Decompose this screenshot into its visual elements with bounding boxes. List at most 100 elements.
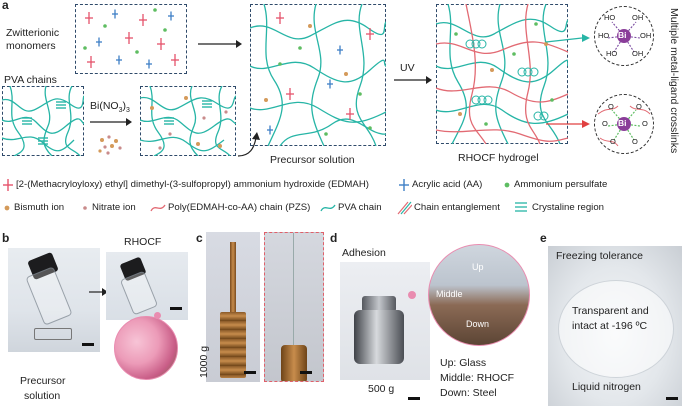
scale-bar-e: [666, 397, 678, 400]
precursor-network: [250, 4, 386, 146]
o-minus-label-3: O: [602, 119, 608, 128]
precursor-solution-label: Precursor solution: [270, 154, 355, 166]
pva-salt-network: [140, 86, 236, 156]
legend-icon-crystalline: [515, 202, 527, 212]
uv-label: UV: [400, 62, 415, 74]
rhocf-box: [436, 4, 568, 144]
freezing-photo: [548, 246, 682, 406]
o-minus-label-6: O: [632, 137, 638, 146]
flower-inset-pointer: [154, 312, 161, 319]
freezing-desc-line2: intact at -196 ºC: [572, 320, 648, 332]
crosslink-o-bonds: [597, 105, 651, 147]
legend-icon-pzs: [150, 204, 166, 212]
key-down: Down: Steel: [440, 387, 497, 399]
precursor-box: [250, 4, 386, 146]
arrow-into-precursor: [237, 132, 260, 157]
salt-label: Bi(NO3)3: [90, 100, 130, 115]
adhesion-weight-photo: [340, 262, 430, 380]
legend-crystalline: Crystaline region: [532, 202, 604, 213]
legend-aps: Ammonium persulfate: [514, 179, 608, 190]
weight-lifting-photo: [206, 232, 260, 382]
scale-bar-b2: [170, 307, 182, 310]
arrow-b: [89, 288, 108, 296]
ho-label-1: HO: [604, 13, 616, 22]
salt-label-main: Bi(NO: [90, 100, 119, 112]
oh-label-1: OH: [632, 13, 644, 22]
legend-icon-entanglement: [397, 201, 412, 215]
legend-nitrate: Nitrate ion: [92, 202, 136, 213]
legend-entanglement: Chain entanglement: [414, 202, 500, 213]
bi-label-2: Bi: [618, 118, 627, 128]
legend-icon-pva: [320, 204, 336, 212]
ho-label-2: HO: [598, 31, 610, 40]
arrow-add-salt: [90, 118, 132, 126]
legend-aa: Acrylic acid (AA): [412, 179, 483, 190]
arrows-to-crosslinks: [545, 34, 590, 128]
salt-label-sub: 3: [118, 107, 123, 115]
panel-a-letter: a: [2, 0, 9, 12]
adhesion-pointer: [408, 291, 416, 299]
salt-dots: [98, 135, 122, 155]
key-up: Up: Glass: [440, 357, 487, 369]
zoom-box-c: [264, 232, 324, 382]
oh-label-3: OH: [632, 49, 644, 58]
legend-pzs: Poly(EDMAH-co-AA) chain (PZS): [168, 202, 311, 213]
bi-label-1: Bi: [618, 30, 627, 40]
weight-label-d: 500 g: [368, 383, 395, 395]
scale-bar-c1: [244, 371, 256, 374]
zwitterionic-label-line1: Zwitterionic: [6, 27, 60, 39]
pva-chains-label: PVA chains: [4, 74, 57, 86]
panel-e-letter: e: [540, 231, 547, 245]
salt-label-sub2: 3: [126, 107, 130, 115]
panel-c-letter: c: [196, 231, 203, 245]
zoom-down-label: Down: [466, 319, 490, 329]
key-middle: Middle: RHOCF: [440, 372, 515, 384]
oh-label-2: OH: [640, 31, 652, 40]
monomer-particles: [83, 8, 179, 69]
crosslink-ho-bonds: [607, 21, 641, 53]
pva-salt-box: [140, 86, 236, 156]
rhocf-hydrogel-label: RHOCF hydrogel: [458, 152, 539, 164]
precursor-vial-photo: [8, 248, 100, 352]
adhesion-zoom-circle: [428, 244, 530, 346]
freezing-desc-line1: Transparent and: [572, 305, 649, 317]
rhocf-network: [436, 4, 568, 144]
monomer-box: [75, 4, 187, 74]
ho-label-3: HO: [606, 49, 618, 58]
zwitterionic-label-line2: monomers: [6, 40, 56, 52]
scale-bar-d: [408, 397, 420, 400]
scale-bar-c2: [300, 371, 312, 374]
pva-box: [2, 86, 84, 156]
legend-icon-nitrate: [83, 206, 87, 210]
o-minus-label-4: O: [642, 119, 648, 128]
crosslink-circle-ho: [594, 6, 654, 66]
legend-icon-aa: [399, 179, 409, 191]
rhocf-b-label: RHOCF: [124, 236, 162, 248]
metal-ligand-side-label: Multiple metal-ligand crosslinks: [668, 8, 680, 154]
panel-d-letter: d: [330, 231, 338, 245]
legend-bismuth: Bismuth ion: [14, 202, 65, 213]
flower-inset: [114, 316, 178, 380]
panel-b-letter: b: [2, 231, 10, 245]
freezing-bottom-label: Liquid nitrogen: [572, 381, 641, 393]
scale-bar-b1: [82, 343, 94, 346]
precursor-solution-b-line1: Precursor: [20, 375, 66, 387]
arrow-to-precursor: [198, 40, 242, 48]
pva-network: [2, 86, 84, 156]
legend-icon-edmah: [3, 179, 13, 191]
o-minus-label-2: O: [636, 102, 642, 111]
o-minus-label-5: O: [610, 137, 616, 146]
freezing-title: Freezing tolerance: [556, 250, 643, 262]
salt-label-close: ): [122, 100, 127, 112]
legend-icon-aps: [504, 182, 510, 188]
adhesion-label: Adhesion: [342, 247, 386, 259]
o-minus-label-1: O: [608, 102, 614, 111]
uv-arrow: [394, 76, 432, 84]
legend-edmah: [2-(Methacryloyloxy) ethyl] dimethyl-(3-…: [16, 179, 369, 190]
legend-icon-bismuth: [4, 205, 10, 211]
weight-label-c: 1000 g: [198, 345, 210, 378]
crosslink-circle-o-minus: [594, 94, 654, 154]
zoom-up-label: Up: [472, 262, 484, 272]
zoom-middle-label: Middle: [436, 289, 463, 299]
precursor-solution-b-line2: solution: [24, 390, 61, 402]
